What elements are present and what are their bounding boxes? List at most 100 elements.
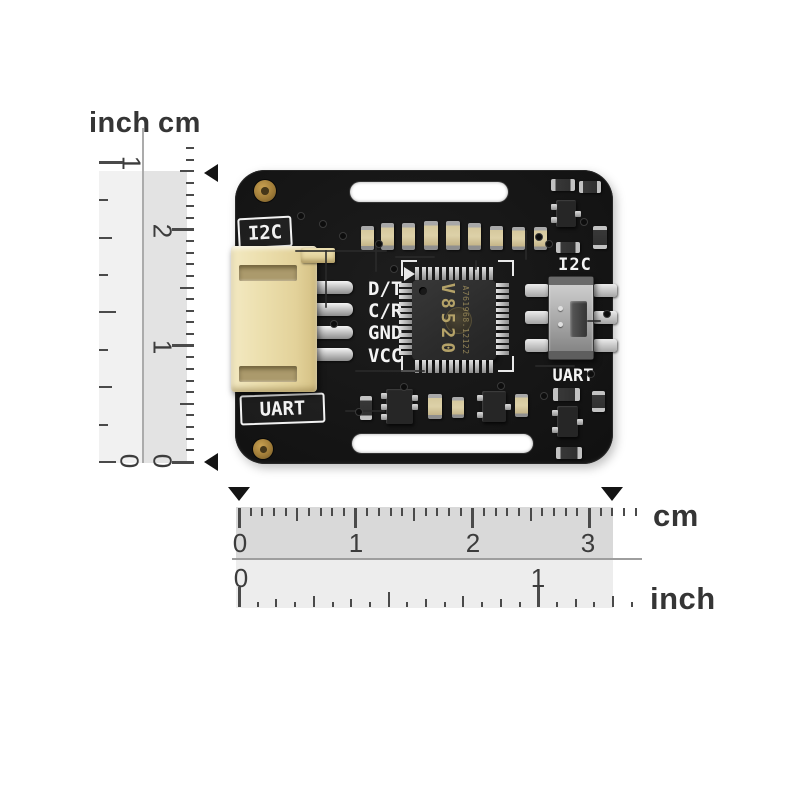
vertical-ruler-inch-band [99, 171, 142, 463]
mode-slide-switch[interactable] [548, 276, 594, 360]
chip-pin1-dot [419, 287, 427, 295]
pcb-trace [535, 365, 575, 367]
chip-batch-code: A761968.12122 [461, 285, 471, 355]
vertical-cm-tick [186, 321, 194, 324]
horizontal-cm-tick [378, 508, 381, 516]
chip-bracket-bottom-right [498, 356, 514, 372]
vertical-cm-tick [186, 205, 194, 208]
smd-leg [477, 395, 483, 401]
main-chip: A761968.12122 V8520 [398, 266, 510, 374]
horizontal-ruler-inch-unit: inch [650, 581, 716, 616]
horizontal-cm-tick [623, 508, 626, 516]
chip-pin1-triangle-icon [404, 267, 415, 281]
switch-pad [525, 339, 549, 352]
smd-component [556, 242, 580, 253]
horizontal-inch-tick [443, 602, 446, 607]
horizontal-cm-tick [308, 508, 311, 516]
chip-pin [399, 307, 412, 312]
vertical-cm-tick [186, 449, 194, 452]
uart-boxed-label: UART [239, 392, 326, 426]
horizontal-inch-tick [406, 602, 409, 607]
horizontal-cm-tick [249, 508, 252, 516]
horizontal-cm-tick [319, 508, 322, 516]
pcb-trace [475, 260, 477, 270]
chip-pin [455, 360, 460, 373]
pcb-via [545, 240, 553, 248]
pcb-via [375, 240, 383, 248]
horizontal-cm-tick [424, 508, 427, 516]
smd-component [446, 221, 460, 250]
smd-component [361, 226, 374, 250]
smd-component [553, 388, 580, 401]
horizontal-cm-label-1: 1 [348, 528, 364, 558]
horizontal-inch-tick [555, 602, 558, 607]
chip-pin [441, 267, 446, 280]
chip-pin [468, 267, 473, 280]
pcb-via [603, 310, 611, 318]
switch-pad [593, 284, 617, 297]
chip-pin [435, 360, 440, 373]
smd-transistor [557, 406, 578, 437]
chip-pin [415, 360, 419, 373]
switch-label-uart: UART [552, 366, 594, 386]
horizontal-cm-tick [401, 508, 404, 516]
horizontal-inch-tick [294, 602, 297, 607]
smd-component [452, 397, 464, 418]
vertical-ruler-inch-unit: inch [89, 107, 151, 139]
horizontal-inch-tick [518, 602, 521, 607]
horizontal-inch-tick [574, 599, 577, 607]
horizontal-cm-tick [296, 508, 299, 521]
chip-pin [428, 267, 433, 280]
horizontal-cm-tick [413, 508, 416, 521]
connector-slot-top [239, 265, 297, 281]
pcb-via [330, 320, 338, 328]
horizontal-cm-tick [459, 508, 462, 516]
top-mounting-slot [350, 182, 508, 202]
pcb-via [400, 383, 408, 391]
chip-pin [496, 301, 509, 306]
vertical-cm-tick [186, 437, 194, 440]
pcb-via [319, 220, 327, 228]
vertical-cm-tick [186, 158, 194, 161]
horizontal-inch-tick [536, 587, 540, 607]
vertical-ruler-cm-band [144, 171, 187, 463]
smd-leg [412, 395, 418, 401]
horizontal-cm-tick [237, 508, 241, 528]
chip-markings: A761968.12122 V8520 [414, 278, 494, 362]
switch-label-i2c: I2C [558, 255, 592, 275]
smd-leg [577, 418, 583, 425]
vertical-cm-tick [186, 181, 194, 184]
smd-component [551, 179, 575, 191]
horizontal-inch-tick [350, 599, 353, 607]
smd-component [593, 226, 607, 249]
smd-leg [552, 410, 558, 416]
pin-label-dt: D/T [368, 278, 403, 300]
horizontal-cm-tick [553, 508, 556, 516]
horizontal-inch-tick [368, 602, 371, 607]
chip-pin [399, 338, 412, 343]
horizontal-cm-tick [470, 508, 474, 528]
horizontal-cm-label-2: 2 [465, 528, 481, 558]
pcb-via [587, 370, 595, 378]
horizontal-inch-tick [256, 602, 259, 607]
switch-cap-top [549, 277, 593, 285]
vertical-ruler-bottom-marker-icon [204, 453, 218, 471]
horizontal-cm-tick [564, 508, 567, 516]
chip-pin [482, 360, 486, 373]
chip-pin [399, 314, 412, 318]
pcb-trace [587, 320, 601, 322]
vertical-cm-tick [186, 426, 194, 429]
smd-component [402, 223, 415, 250]
smd-component [424, 221, 438, 250]
chip-pin [496, 283, 509, 287]
smd-transistor [482, 391, 506, 422]
vertical-ruler-divider [142, 128, 144, 463]
pin-label-vcc: VCC [368, 345, 403, 367]
horizontal-cm-tick [389, 508, 392, 516]
chip-pin [399, 332, 412, 337]
chip-pin [448, 360, 453, 373]
vertical-inch-tick [99, 236, 112, 239]
switch-knob[interactable] [570, 301, 587, 337]
pcb-via [339, 232, 347, 240]
chip-pin [482, 267, 486, 280]
